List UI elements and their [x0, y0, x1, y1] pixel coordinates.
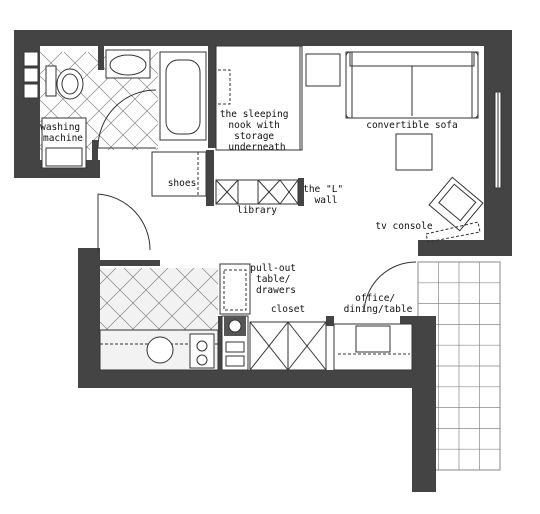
tile-line: [135, 52, 158, 75]
bathroom-fixtures: [23, 49, 207, 169]
stove-icon: [189, 333, 215, 369]
tile-line: [105, 268, 169, 330]
washing-machine-icon: [41, 117, 87, 169]
toilet-icon: [45, 65, 84, 100]
tile-line: [100, 268, 143, 311]
chair-icon: [355, 325, 391, 353]
library-shelf: [215, 179, 299, 205]
label-pullout-table: pull-out table/ drawers: [250, 263, 302, 296]
tile-line: [87, 52, 158, 123]
tile-line: [0, 268, 38, 330]
tile-line: [107, 99, 158, 150]
tile-line: [100, 269, 161, 330]
bathtub-icon: [159, 51, 207, 141]
label-l-wall: the "L" wall: [303, 184, 349, 206]
tile-line: [40, 52, 63, 75]
label-washing-machine: washing machine: [40, 122, 86, 144]
tile-line: [131, 123, 158, 150]
tile-line: [100, 295, 135, 330]
tile-line: [100, 268, 117, 285]
tile-line: [63, 52, 158, 147]
entry-door[interactable]: [97, 193, 151, 252]
tile-line: [131, 268, 195, 330]
window: [494, 91, 502, 189]
tile-line: [183, 295, 218, 330]
tile-line: [83, 75, 158, 150]
tile-line: [0, 52, 14, 152]
living-furniture: [305, 51, 484, 243]
tile-line: [40, 52, 111, 123]
tile-line: [157, 269, 218, 330]
label-library: library: [237, 205, 277, 216]
tile-line: [123, 268, 187, 330]
armchair-icon: [428, 176, 484, 232]
kitchen: [99, 263, 251, 371]
tile-line: [2, 268, 64, 330]
tile-line: [201, 268, 218, 285]
label-office-table: office/ dining/table: [344, 293, 413, 315]
label-sleeping-nook: the sleeping nook with storage underneat…: [220, 109, 294, 153]
sink-icon: [105, 49, 151, 79]
sofa-icon: [345, 51, 479, 119]
closet: [249, 321, 327, 371]
tile-line: [149, 268, 213, 330]
kitchen-counter-area: [0, 268, 218, 330]
sleeping-nook: [151, 45, 303, 205]
tile-line: [175, 268, 218, 311]
label-convertible-sofa: convertible sofa: [366, 120, 458, 131]
labels: washing machine the sleeping nook with s…: [40, 109, 458, 315]
label-closet: closet: [271, 304, 305, 315]
tile-line: [40, 52, 139, 150]
office-table: [333, 261, 417, 371]
label-tv-console: tv console: [375, 221, 432, 232]
tile-line: [20, 268, 82, 330]
label-shoes: shoes: [168, 178, 197, 189]
